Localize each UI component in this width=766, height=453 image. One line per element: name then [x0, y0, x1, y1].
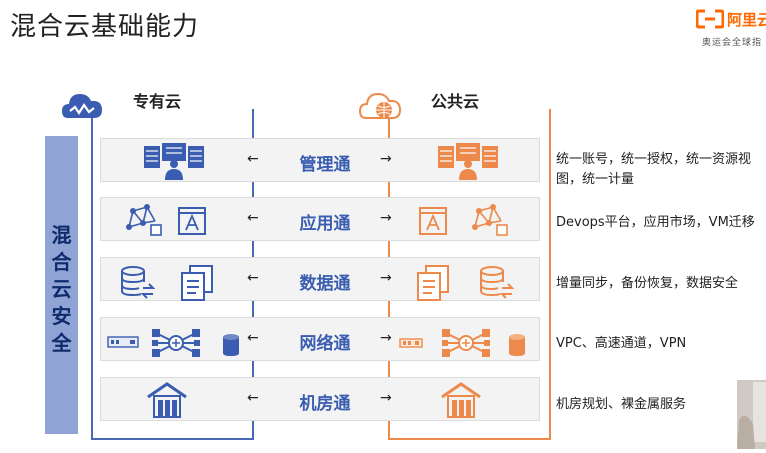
row-description: VPC、高速通道，VPN: [556, 334, 761, 354]
desc-line: 机房规划、裸金属服务: [556, 397, 687, 412]
public-cloud-icon: [358, 92, 402, 119]
hybrid-security-label: 混 合 云 安 全: [45, 222, 78, 357]
row-data: [100, 257, 540, 301]
row-label: 网络通: [299, 334, 351, 354]
aliyun-logo: [695, 9, 725, 33]
network-router-icon: [152, 329, 200, 357]
desc-line: 图，统一计量: [556, 172, 635, 187]
management-dashboard-icon: [438, 143, 498, 180]
row-description: Devops平台，应用市场，VM迁移: [556, 213, 761, 233]
arrow-right-icon: →: [380, 390, 392, 406]
side-char: 合: [51, 250, 72, 274]
documents-icon: [181, 265, 213, 301]
row-description: 机房规划、裸金属服务: [556, 395, 761, 415]
arrow-left-icon: ←: [247, 151, 259, 167]
arrow-right-icon: →: [380, 330, 392, 346]
management-dashboard-icon: [144, 143, 204, 180]
arrow-right-icon: →: [380, 151, 392, 167]
row-label: 数据通: [299, 274, 351, 294]
network-device-icon: [399, 338, 423, 348]
video-thumbnail: [737, 380, 766, 449]
presenter-video-icon: [737, 380, 766, 449]
network-device-icon: [107, 336, 139, 348]
aliyun-logo-icon: [695, 9, 725, 29]
desc-line: 统一账号，统一授权，统一资源视: [556, 152, 752, 167]
private-cloud-label: 专有云: [133, 92, 182, 111]
database-icon: [509, 334, 525, 356]
database-sync-icon: [121, 266, 155, 299]
page-title: 混合云基础能力: [10, 12, 200, 42]
arrow-left-icon: ←: [247, 210, 259, 226]
arrow-right-icon: →: [380, 210, 392, 226]
row-label: 管理通: [299, 155, 351, 175]
application-icon: [419, 207, 447, 235]
desc-line: 增量同步，备份恢复，数据安全: [556, 276, 739, 291]
public-cloud-label: 公共云: [431, 92, 480, 111]
row-label: 应用通: [299, 214, 351, 234]
arrow-right-icon: →: [380, 270, 392, 286]
row-description: 统一账号，统一授权，统一资源视 图，统一计量: [556, 150, 761, 190]
row-description: 增量同步，备份恢复，数据安全: [556, 274, 761, 294]
network-router-icon: [442, 329, 490, 357]
distributed-nodes-icon: [126, 204, 162, 236]
documents-icon: [417, 265, 449, 301]
datacenter-building-icon: [147, 382, 187, 418]
distributed-nodes-icon: [472, 204, 508, 236]
side-char: 全: [51, 331, 72, 355]
arrow-left-icon: ←: [247, 270, 259, 286]
side-char: 安: [51, 304, 72, 328]
datacenter-building-icon: [441, 382, 481, 418]
private-cloud-icon: [62, 94, 102, 118]
row-application: [100, 197, 540, 241]
database-icon: [223, 334, 239, 356]
side-char: 混: [51, 223, 72, 247]
desc-line: Devops平台，应用市场，VM迁移: [556, 215, 755, 230]
logo-name: 阿里云: [727, 11, 766, 29]
desc-line: VPC、高速通道，VPN: [556, 336, 687, 351]
logo-tagline: 奥运会全球指: [702, 38, 763, 48]
application-icon: [178, 207, 206, 235]
side-char: 云: [51, 277, 72, 301]
arrow-left-icon: ←: [247, 330, 259, 346]
row-label: 机房通: [299, 394, 351, 414]
hybrid-security-bar: [45, 136, 78, 434]
arrow-left-icon: ←: [247, 390, 259, 406]
database-sync-icon: [480, 266, 514, 299]
